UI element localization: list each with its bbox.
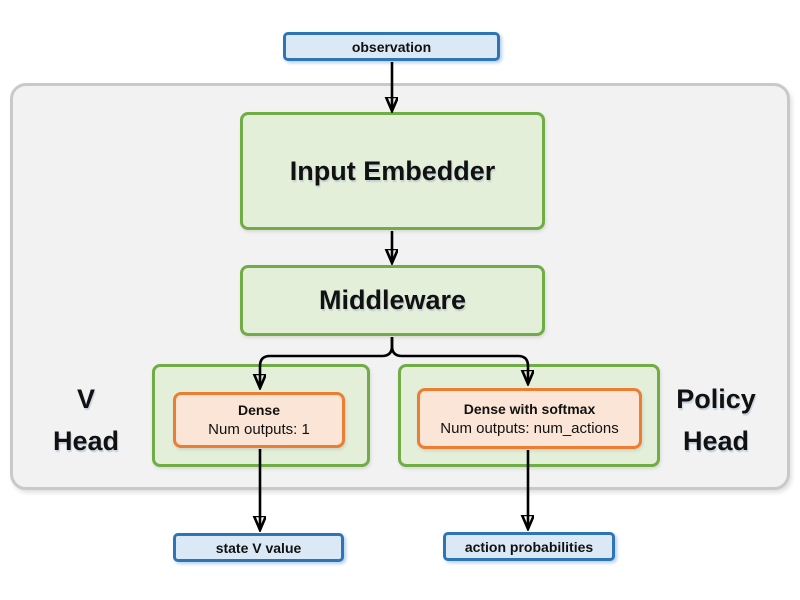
- v-head-label-line1: V: [76, 384, 95, 414]
- state-v-value-node: state V value: [173, 533, 344, 562]
- action-probabilities-node: action probabilities: [443, 532, 615, 561]
- middleware-node: Middleware: [240, 265, 545, 336]
- dense-subtitle: Num outputs: 1: [208, 421, 310, 438]
- dense-softmax-subtitle: Num outputs: num_actions: [440, 419, 619, 437]
- dense-title: Dense: [237, 402, 281, 418]
- input-embedder-node: Input Embedder: [240, 112, 545, 230]
- action-probabilities-label: action probabilities: [464, 538, 594, 555]
- observation-node: observation: [283, 32, 500, 61]
- dense-softmax-title: Dense with softmax: [463, 400, 596, 417]
- state-v-value-label: state V value: [215, 539, 302, 556]
- policy-head-label-line2: Head: [682, 426, 750, 456]
- policy-head-label-line1: Policy: [676, 384, 756, 414]
- v-head-label: V Head: [30, 378, 142, 462]
- policy-head-label: Policy Head: [658, 378, 774, 462]
- dense-node: Dense Num outputs: 1: [173, 392, 345, 448]
- observation-label: observation: [351, 38, 432, 55]
- middleware-label: Middleware: [318, 285, 467, 315]
- v-head-label-line2: Head: [52, 426, 120, 456]
- dense-softmax-node: Dense with softmax Num outputs: num_acti…: [417, 388, 642, 449]
- input-embedder-label: Input Embedder: [289, 155, 496, 186]
